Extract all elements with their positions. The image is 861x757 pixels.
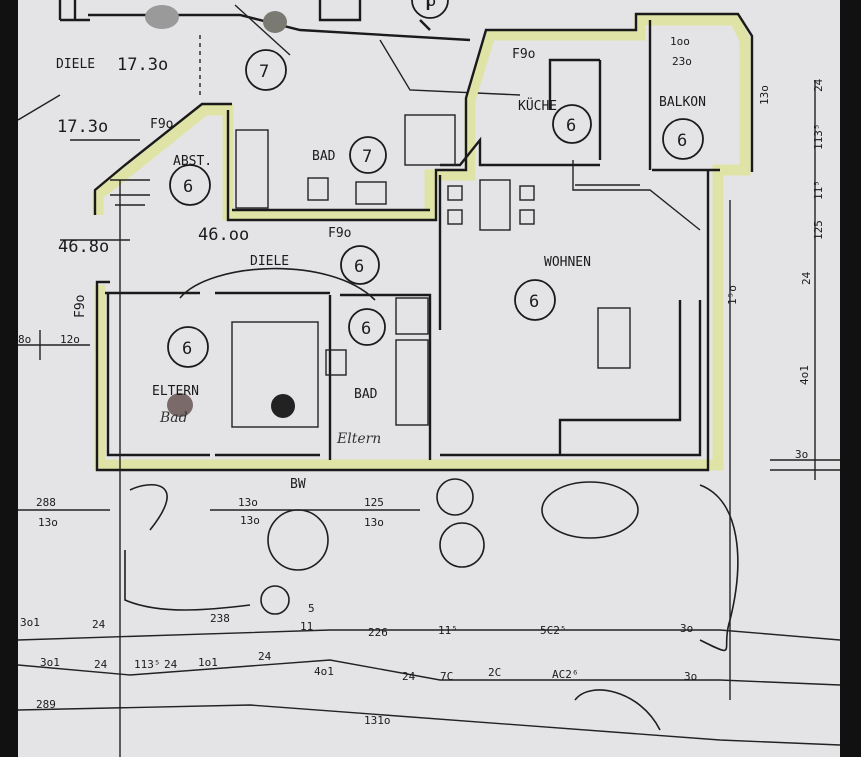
mark-f9: F9o (73, 295, 88, 318)
dimension-label: 4o1 (798, 365, 811, 385)
dimension-label: 23o (672, 55, 692, 68)
dimension-label: 3o (680, 622, 693, 635)
dimension-label: 24 (94, 658, 108, 671)
dimension-label: 1o1 (198, 656, 218, 669)
dimension-label: 6 (529, 292, 539, 312)
handwritten-bad: Bad (159, 410, 188, 426)
room-number-circle: 6 (552, 104, 592, 144)
dimension-label: 3o (795, 448, 808, 461)
dimension-label: 3o1 (40, 656, 60, 669)
pen-scribbles (124, 267, 739, 731)
label-bad-top: BAD (312, 149, 336, 164)
dimension-label: 125 (364, 496, 384, 509)
dimension-label: 6 (182, 339, 192, 359)
dimension-label: 13o (240, 514, 260, 527)
apartment-outline (92, 12, 754, 472)
dimension-label: 6 (361, 319, 371, 339)
room-number-circle: 6 (662, 118, 704, 160)
level-diele-top: 17.3o (117, 55, 168, 75)
label-bad-eltern: BAD (354, 387, 378, 402)
dimension-lines (18, 80, 840, 757)
dimension-label: 24 (258, 650, 272, 663)
circled-room-numbers: 7 7 6 6 6 6 6 6 6 6 (167, 0, 704, 368)
dimension-label: 5C2⁵ (540, 624, 567, 637)
dimension-label: 7 (259, 62, 269, 82)
label-wohnen: WOHNEN (544, 255, 591, 270)
dimension-label: 24 (800, 271, 813, 285)
dimension-label: 13o (364, 516, 384, 529)
dimension-label: 8o (18, 333, 31, 346)
dimension-label: 6 (183, 177, 193, 197)
dimension-label: 226 (368, 626, 388, 639)
dimension-label: 11⁵ (812, 180, 825, 200)
dimension-labels: 1oo 23o 12o 8o 288 13o 13o 13o 125 13o 2… (18, 35, 825, 727)
handwritten-eltern: Eltern (336, 431, 381, 447)
label-eltern: ELTERN (152, 384, 199, 399)
room-number-circle: 6 (167, 326, 209, 368)
mark-f9: F9o (512, 47, 535, 62)
dimension-label: 1oo (670, 35, 690, 48)
dimension-label: 6 (566, 116, 576, 136)
dimension-label: 113⁵ (134, 658, 161, 671)
dimension-label: 238 (210, 612, 230, 625)
dimension-label: 11 (300, 620, 313, 633)
label-kueche: KÜCHE (518, 97, 557, 114)
dimension-label: 131o (364, 714, 391, 727)
dimension-label: 288 (36, 496, 56, 509)
room-number-circle: 6 (514, 279, 556, 321)
dimension-label: 5 (308, 602, 315, 615)
dimension-label: 13o (238, 496, 258, 509)
dimension-label: 7C (440, 670, 453, 683)
upper-floor-fragment (58, 0, 521, 96)
dimension-label: AC2⁶ (552, 668, 579, 681)
level-mid: 46.oo (198, 225, 249, 245)
dimension-label: 7 (362, 147, 372, 167)
room-labels: DIELE 17.3o 17.3o ABST. BAD KÜCHE BALKON… (56, 47, 706, 492)
label-bw: BW (290, 477, 306, 492)
dimension-label: 113⁵ (812, 124, 825, 151)
room-number-circle: 6 (340, 245, 380, 285)
dimension-label: 3o1 (20, 616, 40, 629)
floor-plan: 7 7 6 6 6 6 6 6 6 6 DIELE 17.3o 17.3o AB… (18, 0, 840, 757)
room-number-circle: 6 (348, 308, 386, 346)
dimension-label: 2C (488, 666, 501, 679)
dimension-label: 289 (36, 698, 56, 711)
dimension-label: 24 (812, 78, 825, 92)
dimension-label: 12o (60, 333, 80, 346)
label-diele-top: DIELE (56, 57, 95, 72)
label-balkon: BALKON (659, 95, 706, 110)
mark-f9: F9o (328, 226, 351, 241)
dimension-label: 11⁵ (438, 624, 458, 637)
dimension-label: 6 (354, 257, 364, 277)
dimension-label: 13o (758, 85, 771, 105)
mark-f9: F9o (150, 117, 173, 132)
label-abst: ABST. (173, 154, 212, 169)
label-diele-mid: DIELE (250, 254, 289, 269)
dimension-label: 6 (677, 131, 687, 151)
dimension-label: 13o (38, 516, 58, 529)
floor-plan-paper: 7 7 6 6 6 6 6 6 6 6 DIELE 17.3o 17.3o AB… (18, 0, 840, 757)
room-number-circle: 6 (169, 164, 211, 206)
dimension-label: 6 (426, 0, 436, 11)
dimension-label: 24 (402, 670, 416, 683)
dimension-label: 1⁵o (726, 285, 739, 305)
furniture (110, 114, 701, 428)
level-left-mid: 46.8o (58, 237, 109, 257)
dimension-label: 125 (812, 220, 825, 240)
dimension-label: 24 (164, 658, 178, 671)
room-number-circle: 7 (245, 49, 287, 91)
dimension-label: 3o (684, 670, 697, 683)
dimension-label: 4o1 (314, 665, 334, 678)
room-number-circle: 6 (426, 0, 436, 11)
level-diele-left: 17.3o (57, 117, 108, 137)
room-number-circle: 7 (349, 136, 387, 174)
dimension-label: 24 (92, 618, 106, 631)
